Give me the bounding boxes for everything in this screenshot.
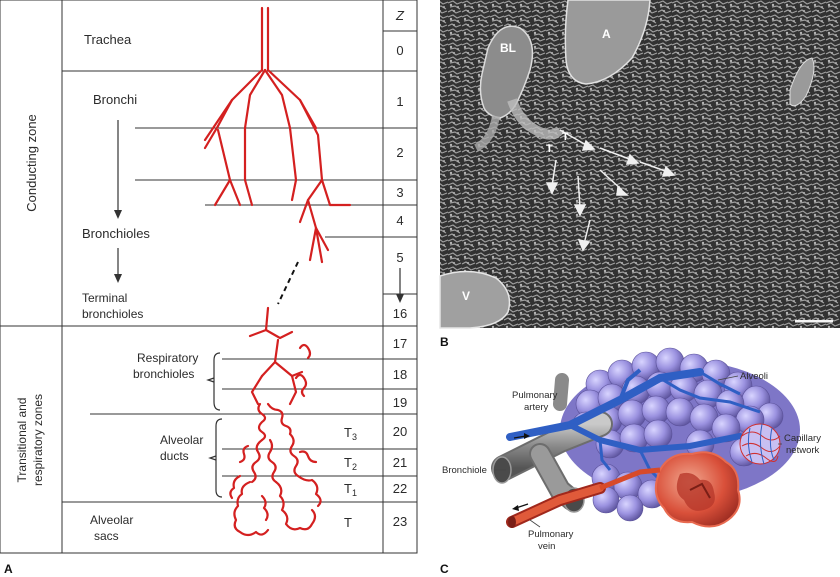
zone-label-conducting: Conducting zone	[24, 114, 39, 212]
zone-label-transitional: Transitional and	[15, 398, 29, 483]
a-vessel	[564, 0, 651, 85]
z-header: Z	[395, 8, 405, 23]
panel-a: Conducting zone Transitional and respira…	[0, 0, 418, 576]
z-arrow-head	[396, 294, 404, 303]
z-value: 20	[393, 424, 407, 439]
panel-c: Alveoli Pulmonary artery Capillary netwo…	[440, 347, 821, 576]
label-capillary-2: network	[786, 445, 820, 456]
sem-label-v: V	[462, 289, 470, 303]
z-value: 16	[393, 306, 407, 321]
z-values: 0 1 2 3 4 5 16 17 18 19 20 21 22 23	[393, 43, 407, 529]
sem-label-a: A	[602, 27, 611, 41]
label-alveolar-ducts: ducts	[160, 449, 189, 463]
arrow-head	[114, 210, 122, 219]
brace-tip	[208, 455, 217, 461]
panel-a-frame	[0, 0, 418, 554]
label-bronchioles: Bronchioles	[82, 226, 150, 241]
pulmonary-vein	[506, 467, 661, 528]
sem-label-t1: T	[562, 131, 569, 143]
capillary-sphere	[739, 423, 781, 465]
z-value: 1	[396, 94, 403, 109]
label-alveoli: Alveoli	[740, 371, 768, 382]
z-value: 19	[393, 395, 407, 410]
panel-b: BL A T T V B	[439, 0, 840, 349]
sem-arrows	[545, 129, 676, 252]
label-pulmonary-vein-2: vein	[538, 541, 555, 552]
z-value: 21	[393, 455, 407, 470]
dashed-connector	[277, 261, 299, 305]
z-value: 0	[396, 43, 403, 58]
t-label: T	[344, 515, 352, 530]
brace-respiratory	[213, 352, 221, 411]
z-value: 4	[396, 213, 403, 228]
brace-tip	[206, 377, 215, 383]
z-value: 18	[393, 367, 407, 382]
label-capillary-1: Capillary	[784, 433, 821, 444]
t1-label: T1	[344, 481, 357, 498]
label-alveolar: Alveolar	[160, 433, 203, 447]
label-trachea: Trachea	[84, 32, 132, 47]
sem-label-bl: BL	[500, 41, 516, 55]
z-value: 3	[396, 185, 403, 200]
label-respiratory-bronchioles: bronchioles	[133, 367, 194, 381]
z-value: 22	[393, 481, 407, 496]
v-vessel	[439, 270, 511, 329]
z-row-lines	[62, 30, 417, 503]
label-bronchiole: Bronchiole	[442, 465, 487, 476]
z-value: 23	[393, 514, 407, 529]
label-bronchi: Bronchi	[93, 92, 137, 107]
brace-ducts	[215, 418, 223, 498]
panel-a-tag: A	[4, 562, 13, 576]
label-terminal-bronchioles: bronchioles	[82, 307, 143, 321]
sem-label-t2: T	[546, 143, 553, 155]
panel-c-tag: C	[440, 562, 449, 576]
t2-label: T2	[344, 455, 357, 472]
label-pulmonary-artery-1: Pulmonary	[512, 390, 558, 401]
label-pulmonary-artery-2: artery	[524, 402, 549, 413]
label-pulmonary-vein-1: Pulmonary	[528, 529, 574, 540]
cut-alveolar-sacs	[654, 451, 741, 528]
label-respiratory: Respiratory	[137, 351, 198, 365]
z-value: 5	[396, 250, 403, 265]
airway-tree	[203, 6, 352, 537]
leader-lines	[494, 375, 782, 528]
zone-label-respiratory: respiratory zones	[31, 394, 45, 486]
z-value: 17	[393, 336, 407, 351]
arrow-head	[114, 274, 122, 283]
panel-b-tag: B	[440, 335, 449, 349]
label-alveolar-sacs-1: Alveolar	[90, 513, 133, 527]
label-terminal: Terminal	[82, 291, 127, 305]
scale-bar	[795, 320, 833, 323]
bl-vessel	[479, 25, 534, 119]
t3-label: T3	[344, 425, 357, 442]
label-alveolar-sacs-2: sacs	[94, 529, 119, 543]
z-value: 2	[396, 145, 403, 160]
